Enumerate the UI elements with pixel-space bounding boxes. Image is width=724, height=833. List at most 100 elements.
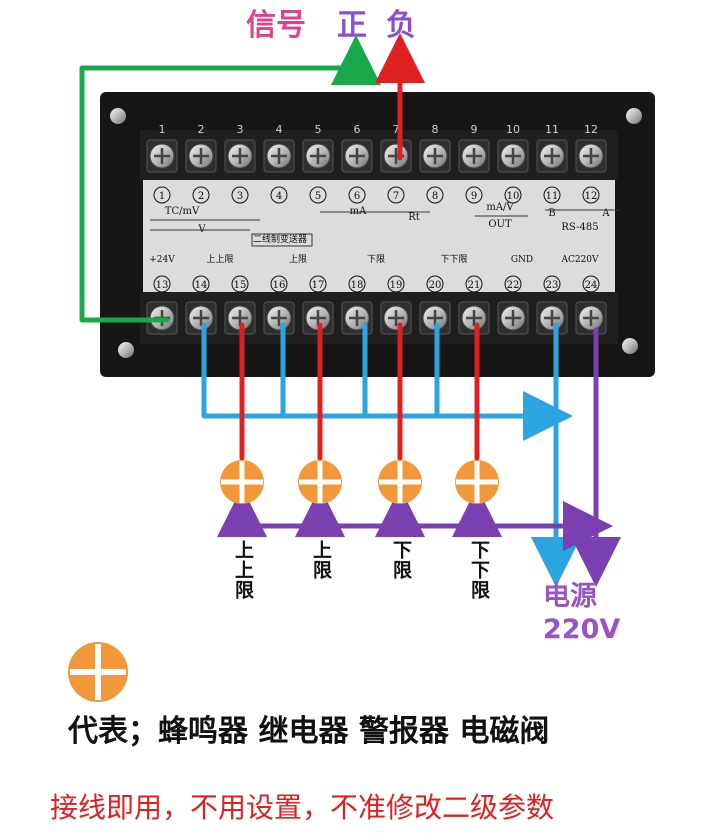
- terminal-id-top-ring: [153, 186, 171, 204]
- positive-label: 正: [337, 8, 367, 43]
- terminal-screw: [341, 139, 373, 173]
- terminal-screw: [536, 139, 568, 173]
- terminal-id-top: 6: [354, 191, 360, 202]
- rt-label: Rt: [408, 212, 420, 223]
- terminal-id-top: 10: [507, 191, 520, 202]
- terminal-id-bottom-ring: [543, 275, 561, 293]
- terminal-screw: [458, 139, 490, 173]
- terminal-id-top: 4: [276, 191, 282, 202]
- terminal-number: 5: [315, 123, 322, 136]
- terminal-number: 1: [159, 123, 166, 136]
- terminal-id-bottom: 19: [390, 280, 403, 291]
- label-upper-upper: 上上限: [232, 540, 254, 600]
- terminal-number: 7: [393, 123, 400, 136]
- power-label: 电源: [543, 581, 597, 612]
- terminal-number: 2: [198, 123, 205, 136]
- terminal-screw: [536, 301, 568, 335]
- terminal-id-top-ring: [504, 186, 522, 204]
- terminal-number: 10: [506, 123, 520, 136]
- terminal-id-top: 5: [315, 191, 321, 202]
- terminal-id-top: 11: [546, 191, 559, 202]
- terminal-screw: [419, 139, 451, 173]
- plus24v-label: +24V: [149, 255, 175, 265]
- footer-note: 接线即用，不用设置，不准修改二级参数: [50, 791, 555, 824]
- terminal-id-bottom-ring: [309, 275, 327, 293]
- terminal-screw: [146, 139, 178, 173]
- label-lower: 下限: [390, 540, 412, 580]
- terminal-id-bottom: 13: [156, 280, 169, 291]
- terminal-number: 4: [276, 123, 283, 136]
- terminal-id-top: 12: [585, 191, 598, 202]
- terminal-id-bottom: 14: [195, 280, 208, 291]
- terminal-screw: [575, 139, 607, 173]
- terminal-screw: [263, 139, 295, 173]
- load-device: [455, 460, 499, 504]
- terminal-screw: [458, 301, 490, 335]
- terminal-screw: [497, 301, 529, 335]
- terminal-id-bottom: 16: [273, 280, 286, 291]
- terminal-id-top-ring: [231, 186, 249, 204]
- terminal-id-bottom: 23: [546, 280, 559, 291]
- tc-mv-label: TC/mV: [165, 206, 200, 217]
- terminal-id-top-ring: [582, 186, 600, 204]
- terminal-id-bottom-ring: [504, 275, 522, 293]
- terminal-id-bottom: 15: [234, 280, 247, 291]
- terminal-id-bottom: 24: [585, 280, 598, 291]
- rs485-label: RS-485: [561, 222, 598, 233]
- terminal-number: 12: [584, 123, 598, 136]
- terminal-id-top: 8: [432, 191, 438, 202]
- terminal-id-top: 2: [198, 191, 204, 202]
- terminal-screw: [497, 139, 529, 173]
- terminal-id-bottom: 21: [468, 280, 481, 291]
- terminal-id-top-ring: [543, 186, 561, 204]
- upper-upper-panel-label: 上上限: [206, 254, 233, 265]
- terminal-id-top-ring: [465, 186, 483, 204]
- ma-v-label: mA/V: [486, 202, 514, 213]
- a-label: A: [601, 208, 610, 219]
- label-upper: 上限: [310, 540, 332, 580]
- terminal-id-bottom-ring: [270, 275, 288, 293]
- blue-common-wire: [201, 322, 573, 441]
- terminal-id-bottom-ring: [153, 275, 171, 293]
- out-label: OUT: [488, 219, 512, 230]
- terminal-id-top-ring: [387, 186, 405, 204]
- b-label: B: [548, 208, 555, 219]
- wires: [79, 33, 621, 587]
- terminal-id-bottom-ring: [426, 275, 444, 293]
- terminal-id-top-ring: [309, 186, 327, 204]
- terminal-id-bottom-ring: [387, 275, 405, 293]
- legend-text: 代表；蜂鸣器 继电器 警报器 电磁阀: [68, 714, 550, 749]
- terminal-screw: [185, 139, 217, 173]
- lower-lower-panel-label: 下下限: [440, 254, 467, 265]
- load-device: [378, 460, 422, 504]
- upper-panel-label: 上限: [289, 254, 307, 265]
- terminal-screw: [224, 139, 256, 173]
- terminal-id-top: 9: [471, 191, 477, 202]
- terminal-id-bottom: 22: [507, 280, 520, 291]
- terminal-screw: [575, 301, 607, 335]
- mount-screw: [626, 108, 642, 124]
- terminal-id-top: 7: [393, 191, 399, 202]
- terminal-screw: [419, 301, 451, 335]
- gnd-label: GND: [511, 255, 533, 265]
- load-device: [298, 460, 342, 504]
- negative-label: 负: [386, 8, 416, 43]
- terminal-number: 9: [471, 123, 478, 136]
- terminal-id-bottom-ring: [348, 275, 366, 293]
- mount-screw: [622, 338, 638, 354]
- terminal-id-bottom: 18: [351, 280, 364, 291]
- terminal-id-top: 3: [237, 191, 243, 202]
- load-device: [220, 460, 264, 504]
- label-lower-lower: 下下限: [468, 540, 490, 600]
- terminal-screw: [263, 301, 295, 335]
- terminal-id-bottom-ring: [192, 275, 210, 293]
- ac220v-label: AC220V: [560, 255, 599, 265]
- terminal-id-bottom-ring: [582, 275, 600, 293]
- terminal-screw: [302, 139, 334, 173]
- two-wire-box: [251, 233, 313, 247]
- terminal-id-top-ring: [426, 186, 444, 204]
- terminal-number: 11: [545, 123, 559, 136]
- terminal-screw: [185, 301, 217, 335]
- lower-panel-label: 下限: [367, 254, 385, 265]
